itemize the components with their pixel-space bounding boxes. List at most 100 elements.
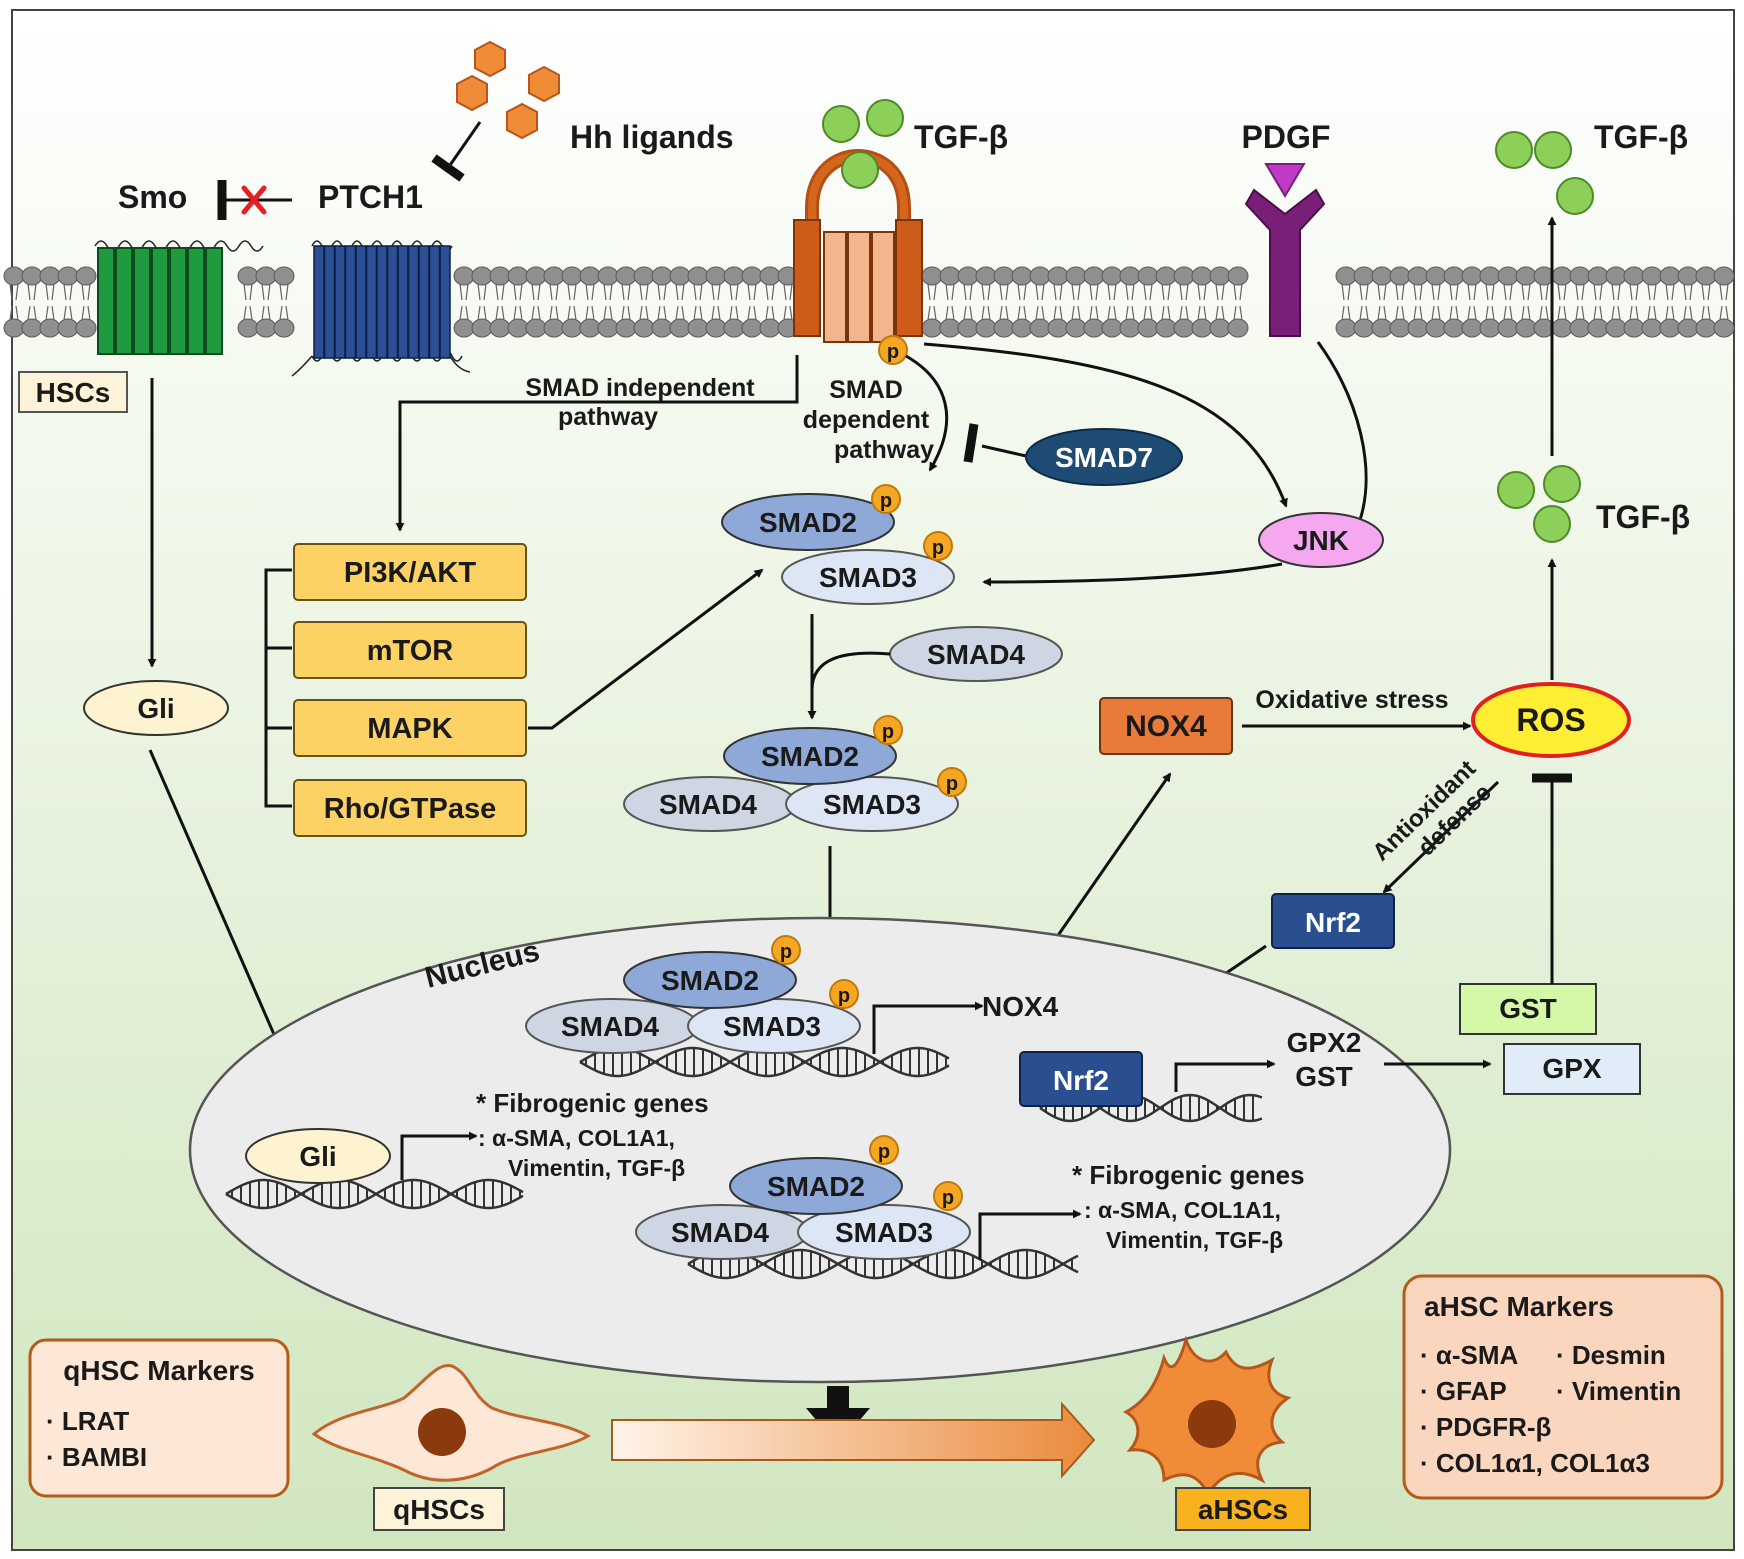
kinase-box-2: MAPK xyxy=(293,699,527,757)
svg-text:p: p xyxy=(942,1187,954,1209)
gst-label: GST xyxy=(1499,993,1557,1024)
qhsc-marker-1: · BAMBI xyxy=(46,1442,147,1472)
nrf2-cytoplasm-box xyxy=(1271,893,1395,949)
gli-nucleus-label: Gli xyxy=(299,1141,336,1172)
qhscs-label: qHSCs xyxy=(393,1494,485,1525)
tgf-beta-ligands-top xyxy=(822,99,904,189)
kinase-list: PI3K/AKT mTOR MAPK Rho/GTPase xyxy=(293,543,527,837)
ptch1-receptor xyxy=(291,240,471,377)
qhsc-marker-0: · LRAT xyxy=(46,1406,129,1436)
ahsc-marker-1: · Desmin xyxy=(1556,1340,1666,1370)
gpx2-label: GPX2 xyxy=(1287,1027,1362,1058)
smo-receptor xyxy=(94,240,264,355)
smad-dependent-label-1: SMAD xyxy=(829,376,903,404)
ahsc-cell xyxy=(1122,1335,1292,1498)
fibrogenic-genes-1: * Fibrogenic genes : α-SMA, COL1A1, Vime… xyxy=(476,1088,709,1181)
hh-ligands xyxy=(431,40,560,182)
jnk-label: JNK xyxy=(1293,525,1349,556)
ahscs-label: aHSCs xyxy=(1198,1494,1288,1525)
jnk xyxy=(1258,512,1384,568)
line-pdgf-jnk xyxy=(1316,341,1368,521)
gpx-box xyxy=(1503,1043,1641,1095)
nucleus xyxy=(188,916,1452,1384)
ahscs-label-box xyxy=(1175,1487,1311,1531)
svg-text:p: p xyxy=(882,721,894,743)
smad2-smad3-cytoplasm: SMAD2 SMAD3 p p xyxy=(721,484,955,605)
arrow-receptor-jnk xyxy=(923,342,1288,508)
smad-complex-cytoplasm: SMAD2 SMAD4 SMAD3 p p xyxy=(623,715,967,832)
tgf-beta-right-mid-label: TGF-β xyxy=(1596,499,1690,535)
tgf-beta-ligands-right-top xyxy=(1495,131,1594,215)
oxidative-stress-label: Oxidative stress xyxy=(1255,686,1448,714)
cross-icon xyxy=(241,185,267,215)
svg-text:Rho/GTPase: Rho/GTPase xyxy=(324,793,496,825)
gli-cytoplasm xyxy=(83,680,229,736)
hh-ligands-label: Hh ligands xyxy=(570,119,734,155)
svg-text:mTOR: mTOR xyxy=(367,635,454,667)
smad-dependent-label-3: pathway xyxy=(834,436,934,464)
smad-dependent-label-2: dependent xyxy=(803,406,930,434)
activation-arrow xyxy=(611,1401,1096,1479)
arrow-smad-fibrogenic xyxy=(978,1209,1082,1260)
hscs-label-box xyxy=(18,371,128,413)
smad-independent-label: SMAD independent xyxy=(525,374,755,402)
svg-text:Vimentin, TGF-β: Vimentin, TGF-β xyxy=(1106,1227,1283,1253)
pdgf-label: PDGF xyxy=(1242,119,1331,155)
svg-text:SMAD2: SMAD2 xyxy=(767,1171,865,1202)
gst-box xyxy=(1459,983,1597,1035)
svg-text:: α-SMA, COL1A1,: : α-SMA, COL1A1, xyxy=(1084,1197,1281,1223)
svg-text:SMAD2: SMAD2 xyxy=(661,965,759,996)
svg-text:p: p xyxy=(878,1141,890,1163)
svg-text:: α-SMA, COL1A1,: : α-SMA, COL1A1, xyxy=(478,1125,675,1151)
svg-text:PI3K/AKT: PI3K/AKT xyxy=(344,557,476,589)
ahsc-marker-0: · α-SMA xyxy=(1420,1340,1519,1370)
nrf2-nucleus-label: Nrf2 xyxy=(1053,1065,1109,1096)
ahsc-markers-box xyxy=(1402,1274,1724,1500)
svg-text:SMAD3: SMAD3 xyxy=(823,789,921,820)
gst-gene-label: GST xyxy=(1295,1061,1353,1092)
gli-nucleus xyxy=(245,1128,391,1184)
tgf-beta-right-top-label: TGF-β xyxy=(1594,119,1688,155)
svg-text:SMAD2: SMAD2 xyxy=(759,507,857,538)
svg-text:p: p xyxy=(932,537,944,559)
qhsc-markers-title: qHSC Markers xyxy=(63,1355,254,1386)
kinase-box-3: Rho/GTPase xyxy=(293,779,527,837)
smad-complex-nucleus-1: SMAD2 SMAD4 SMAD3 p p xyxy=(525,935,861,1054)
arrow-ros-nrf2 xyxy=(1382,780,1500,894)
ahsc-marker-4: · PDGFR-β xyxy=(1420,1412,1551,1442)
ahsc-marker-2: · GFAP xyxy=(1420,1376,1507,1406)
gli-cytoplasm-label: Gli xyxy=(137,693,174,724)
qhscs-label-box xyxy=(373,1487,505,1531)
svg-text:p: p xyxy=(780,941,792,963)
phospho-receptor: p xyxy=(878,335,908,365)
ahsc-markers-title: aHSC Markers xyxy=(1424,1291,1614,1322)
smad2 xyxy=(721,493,895,551)
svg-text:p: p xyxy=(887,341,899,363)
kinase-box-0: PI3K/AKT xyxy=(293,543,527,601)
svg-text:SMAD2: SMAD2 xyxy=(761,741,859,772)
smad7-inhibition xyxy=(981,444,1027,458)
arrow-mapk-smad3 xyxy=(528,568,764,730)
kinase-bracket xyxy=(264,568,292,808)
smad7-label: SMAD7 xyxy=(1055,442,1153,473)
smo-label: Smo xyxy=(118,179,187,215)
svg-text:SMAD4: SMAD4 xyxy=(561,1011,659,1042)
smad-independent-label-2: pathway xyxy=(558,403,658,431)
nox4-box xyxy=(1099,697,1233,755)
qhsc-markers-box xyxy=(28,1338,290,1498)
arrow-smad-dependent xyxy=(905,354,949,472)
smad3 xyxy=(781,549,955,605)
fibrogenic-genes-2: * Fibrogenic genes : α-SMA, COL1A1, Vime… xyxy=(1072,1160,1305,1253)
nrf2-nucleus-box xyxy=(1019,1051,1143,1107)
tgf-beta-ligands-right-mid xyxy=(1497,465,1581,543)
cell-membrane xyxy=(3,266,1735,338)
smo-inhibition-blocked xyxy=(217,180,292,220)
ros-label: ROS xyxy=(1516,702,1585,738)
svg-text:MAPK: MAPK xyxy=(367,713,452,745)
svg-text:SMAD3: SMAD3 xyxy=(819,562,917,593)
smad-complex-nucleus-2: SMAD2 SMAD4 SMAD3 p p xyxy=(635,1135,971,1260)
arrow-smad-independent xyxy=(395,355,799,532)
smad4-free-label: SMAD4 xyxy=(927,639,1025,670)
qhsc-cell xyxy=(311,1363,592,1482)
